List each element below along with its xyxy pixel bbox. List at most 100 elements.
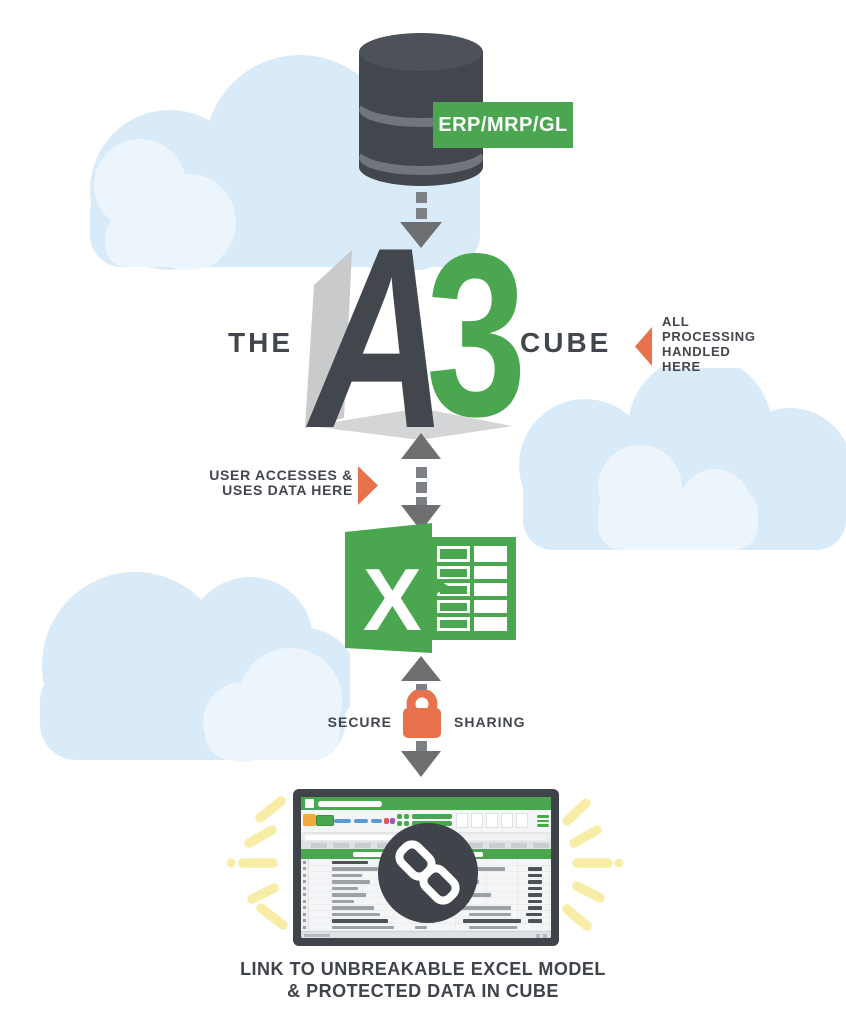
processing-line: PROCESSING [662,329,756,344]
row-number-gutter [301,904,309,910]
cell-data-bar [332,886,358,890]
cell-data-bar [528,880,542,884]
arrow-dash [416,741,427,752]
status-bar-button [536,933,540,938]
cell-data-bar [332,912,380,916]
cell-data-bar [332,925,394,929]
row-number-gutter [301,924,309,930]
cell-data-bar [528,873,542,877]
sunburst-rays-left [226,796,288,930]
ribbon-green-square [404,814,409,819]
lock-icon [403,690,441,738]
row-number-gutter [301,917,309,923]
hamburger-icon [537,815,549,818]
arrow-dash [416,467,427,478]
column-header-cell [489,842,505,848]
row-number-gutter [301,878,309,884]
cell-data-bar [332,893,366,897]
orange-pointer-right-icon [358,466,378,505]
status-bar-text [304,933,330,937]
cell-data-bar [332,860,368,864]
logo-word-cube: CUBE [520,327,612,358]
ribbon-green-square [397,821,402,826]
cloud-middle-right [519,368,846,550]
cloud-top-left [90,55,480,270]
ribbon-red-dot [384,818,389,824]
arrow-dash [416,208,427,219]
formula-input [305,834,441,840]
ribbon-button [501,813,513,828]
cell-data-bar [528,893,542,897]
column-header-cell [511,842,527,848]
window-title-placeholder [318,800,382,807]
status-bar-button [543,933,547,938]
ribbon-button [486,813,498,828]
processing-line: HERE [662,359,701,374]
arrow-dash [416,497,427,508]
hamburger-icon [537,824,549,827]
formula-input-right [447,834,547,840]
cell-data-bar [528,867,542,871]
arrow-dash [416,192,427,203]
ribbon-blue-bar [354,819,368,823]
row-number-gutter [301,911,309,917]
ribbon-blue-bar [371,819,382,823]
cell-data-bar [528,899,542,903]
row-number-gutter [301,872,309,878]
cell-data-bar [463,919,521,923]
cell-data-bar [332,919,388,923]
ribbon-button [516,813,528,828]
logo-digit-3: 3 [426,228,527,458]
window-titlebar [301,797,551,810]
row-number-gutter [301,859,309,865]
column-header-cell [355,842,371,848]
row-number-gutter [301,898,309,904]
logo-letter-a: A [306,228,448,458]
cell-data-bar [469,925,517,929]
ribbon-green-bar [412,814,452,819]
row-number-gutter [301,865,309,871]
user-access-line: USES DATA HERE [222,482,353,498]
arrow-down-icon [401,751,441,777]
cell-data-bar [526,912,542,916]
cloud-middle-left [40,572,350,762]
chain-link-icon [378,823,478,923]
column-header-cell [533,842,549,848]
column-header-cell [333,842,349,848]
processing-line: HANDLED [662,344,731,359]
sheet-row [301,924,551,931]
erp-mrp-gl-label: ERP/MRP/GL [438,113,568,136]
cell-data-bar [528,886,542,890]
column-header-cell [377,842,393,848]
sheet-icon [316,815,334,826]
cell-data-bar [415,925,427,929]
erp-mrp-gl-tag: ERP/MRP/GL [433,102,573,148]
processing-line: ALL [662,314,690,329]
logo-word-the: THE [228,327,293,358]
caption-line-2: & PROTECTED DATA IN CUBE [287,981,559,1001]
cell-data-bar [332,906,374,910]
column-header-cell [311,842,327,848]
user-access-callout: USER ACCESSES & USES DATA HERE [190,468,353,498]
cell-data-bar [528,919,542,923]
cell-data-bar [332,873,362,877]
row-number-gutter [301,891,309,897]
user-access-line: USER ACCESSES & [209,467,353,483]
column-header-cell [467,842,483,848]
cell-data-bar [332,880,370,884]
cell-data-bar [332,867,378,871]
arrow-dash [416,482,427,493]
excel-letter-x: X [363,550,422,649]
sunburst-rays-right [562,798,624,931]
status-bar [301,931,551,938]
secure-label: SECURE [327,714,392,730]
cell-data-bar [528,906,542,910]
sharing-label: SHARING [454,714,526,730]
processing-callout: ALL PROCESSING HANDLED HERE [662,314,756,374]
row-number-gutter [301,885,309,891]
ribbon-button [456,813,468,828]
ribbon-green-square [397,814,402,819]
cell-data-bar [332,899,354,903]
caption: LINK TO UNBREAKABLE EXCEL MODEL & PROTEC… [0,958,846,1002]
